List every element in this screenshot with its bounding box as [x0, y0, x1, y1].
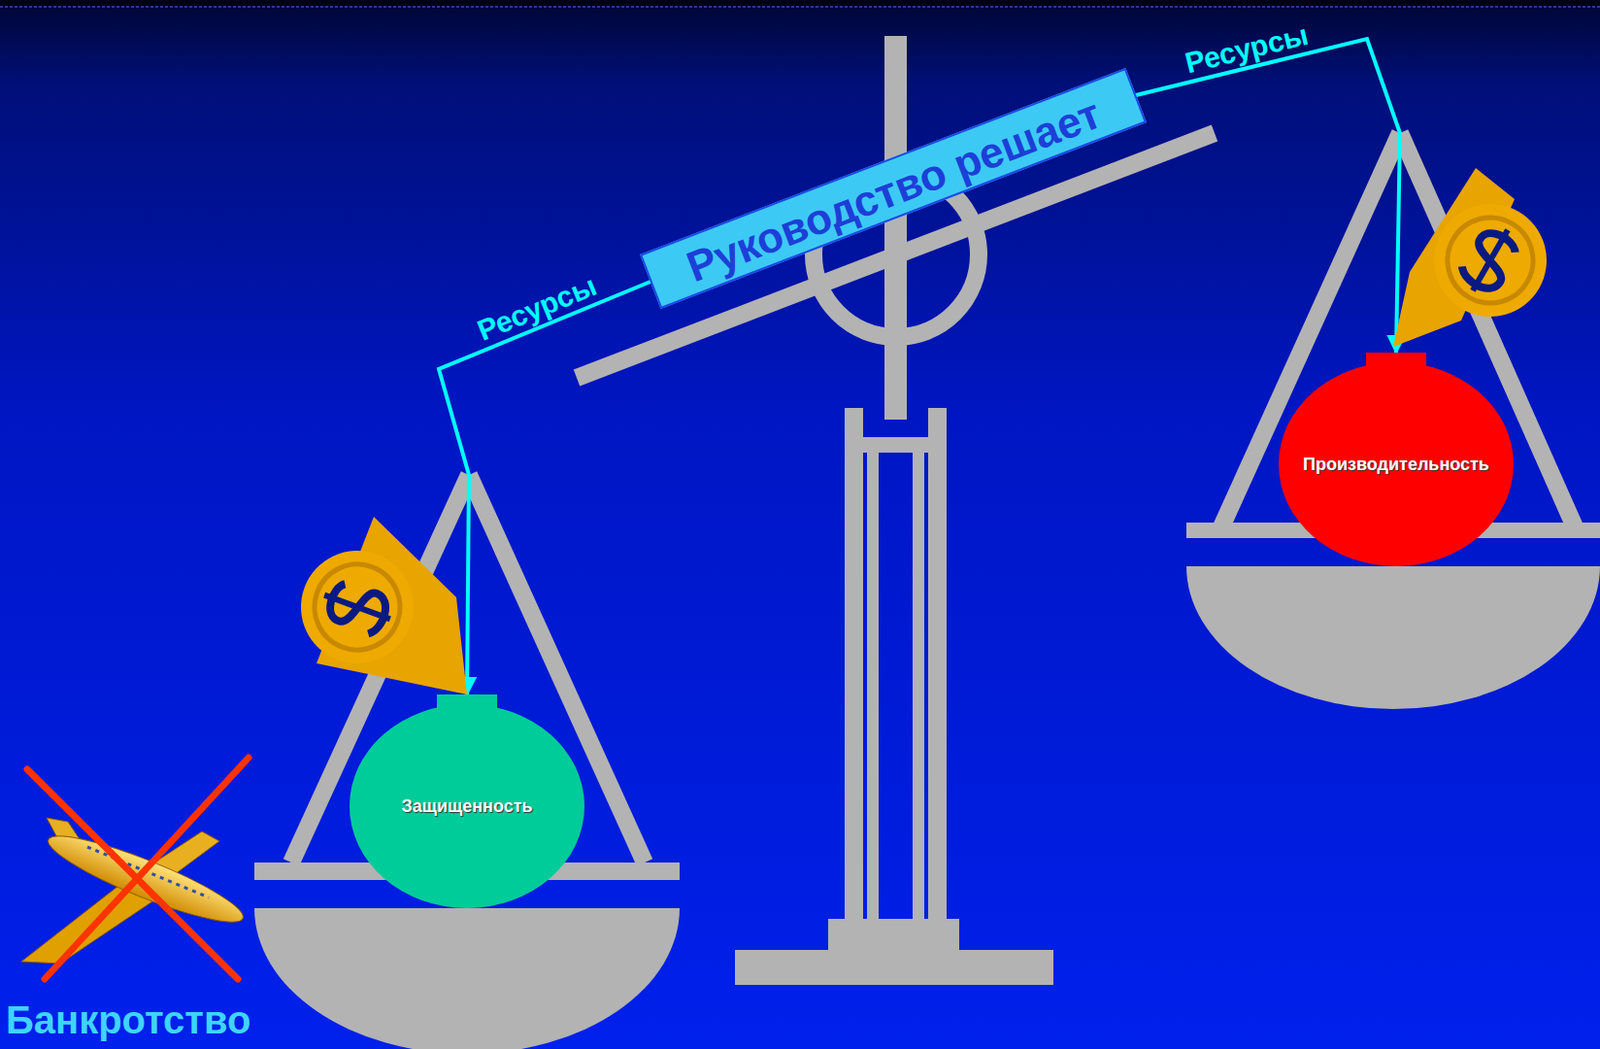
node-title: Руководство решает	[680, 89, 1107, 292]
left-bowl	[254, 907, 680, 1049]
weight-body	[1278, 362, 1514, 567]
outcome-label: Банкротство	[5, 998, 251, 1041]
ellipse-text: Производительность	[1278, 362, 1514, 567]
weight-ellipse: Производительность	[1278, 352, 1514, 567]
weight-label: Производительность	[1302, 454, 1490, 475]
ellipse-text: Защищенность	[349, 703, 585, 908]
decision-band: Руководство решает	[639, 67, 1147, 309]
weight-ellipse: Защищенность	[349, 694, 585, 908]
top-rule	[0, 5, 1600, 8]
money-bag	[285, 516, 467, 695]
resource-arrow	[1135, 38, 1400, 353]
edge-label: Ресурсы	[1182, 17, 1312, 79]
cross-mark	[27, 757, 249, 979]
edge-label: Ресурсы	[472, 268, 601, 347]
airplane-icon	[21, 817, 250, 964]
right-bowl	[1186, 566, 1600, 709]
top-band	[0, 0, 1600, 6]
weight-label: Защищенность	[400, 796, 533, 817]
money-bag	[1393, 167, 1567, 347]
resource-arrow	[438, 281, 651, 695]
weight-body	[349, 703, 585, 908]
